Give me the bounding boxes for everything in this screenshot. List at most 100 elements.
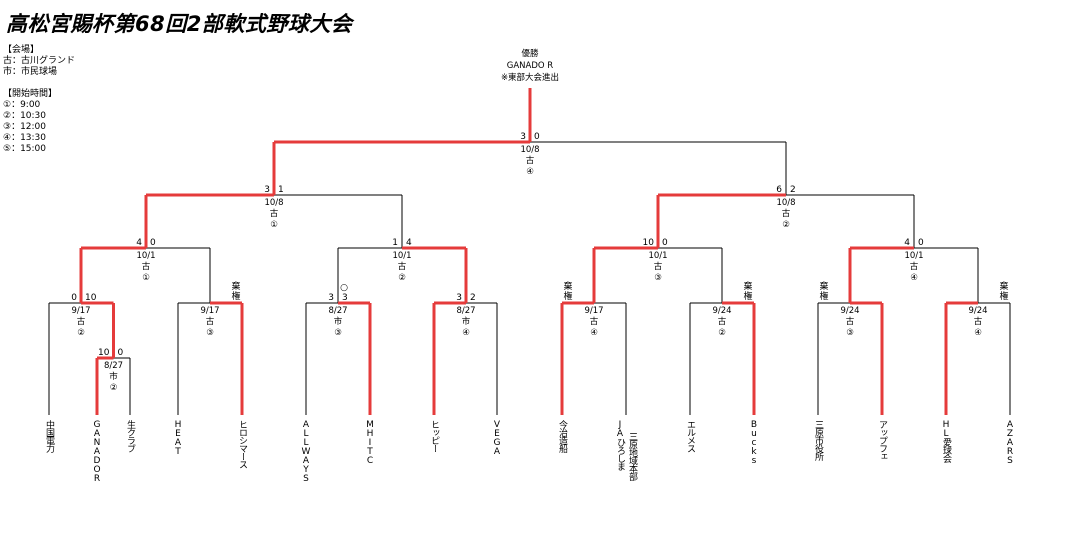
score-right: 0 bbox=[534, 132, 540, 142]
score-right: 権 bbox=[999, 290, 1008, 302]
match-time: ③ bbox=[846, 328, 854, 338]
champion-label: 優勝 bbox=[521, 48, 539, 59]
score-right: 権 bbox=[743, 290, 752, 302]
score-left: 3 bbox=[328, 293, 334, 303]
time-line: ④：13:30 bbox=[3, 133, 47, 143]
match-date: 10/1 bbox=[904, 251, 923, 261]
time-heading: 【開始時間】 bbox=[3, 89, 58, 99]
match-time: ② bbox=[398, 273, 406, 283]
score-right: 0 bbox=[150, 238, 156, 248]
score-right: 0 bbox=[918, 238, 924, 248]
match-time: ① bbox=[142, 273, 150, 283]
score-left: 4 bbox=[904, 238, 910, 248]
team-name: エルメス bbox=[685, 420, 696, 453]
team-name: HL愛球会 bbox=[941, 420, 952, 464]
match-venue: 市 bbox=[109, 371, 118, 382]
match-venue: 古 bbox=[782, 208, 791, 219]
match-date: 10/8 bbox=[776, 198, 795, 208]
score-right: 1 bbox=[278, 185, 284, 195]
time-line: ③：12:00 bbox=[3, 122, 47, 132]
score-left: 3 bbox=[456, 293, 462, 303]
venue-legend: 【会場】 古：古川グランド 市：市民球場 bbox=[3, 45, 75, 78]
score-left: 1 bbox=[392, 238, 398, 248]
match-time: ④ bbox=[526, 167, 534, 177]
venue-line: 市：市民球場 bbox=[3, 67, 58, 77]
bracket-lines-winning bbox=[79, 88, 978, 415]
score-left: 10 bbox=[643, 238, 655, 248]
match-venue: 古 bbox=[270, 208, 279, 219]
match-time: ③ bbox=[654, 273, 662, 283]
match-venue: 市 bbox=[462, 316, 471, 327]
score-left: 10 bbox=[98, 348, 110, 358]
team-name: JAひろしま bbox=[615, 420, 625, 471]
champion-name: GANADO R bbox=[507, 61, 554, 71]
match-time: ③ bbox=[206, 328, 214, 338]
score-right: 棄 bbox=[743, 280, 752, 292]
match-venue: 古 bbox=[206, 316, 215, 327]
team-name: アップフェ bbox=[877, 420, 887, 460]
win-mark: ○ bbox=[340, 283, 348, 293]
team-name: Bucks bbox=[749, 420, 759, 465]
match-date: 9/24 bbox=[840, 306, 859, 316]
score-right: 2 bbox=[470, 293, 476, 303]
match-time: ② bbox=[718, 328, 726, 338]
match-time: ① bbox=[270, 220, 278, 230]
match-time: ② bbox=[110, 383, 118, 393]
score-right: 4 bbox=[406, 238, 412, 248]
time-line: ⑤：15:00 bbox=[3, 144, 47, 154]
team-name: 生クラブ bbox=[125, 419, 136, 453]
match-venue: 古 bbox=[654, 261, 663, 272]
score-left: 0 bbox=[71, 293, 77, 303]
bracket-lines-losing bbox=[48, 141, 1011, 415]
time-line: ②：10:30 bbox=[3, 111, 47, 121]
match-time: ④ bbox=[590, 328, 598, 338]
match-time: ④ bbox=[910, 273, 918, 283]
match-date: 10/8 bbox=[520, 145, 539, 155]
match-venue: 古 bbox=[590, 316, 599, 327]
team-name: HEAT bbox=[173, 420, 183, 456]
match-date: 9/24 bbox=[712, 306, 731, 316]
match-venue: 古 bbox=[142, 261, 151, 272]
match-time: ② bbox=[782, 220, 790, 230]
match-date: 10/1 bbox=[136, 251, 155, 261]
champion-note: ※東部大会進出 bbox=[501, 72, 559, 83]
team-name: VEGA bbox=[492, 420, 502, 456]
time-line: ①：9:00 bbox=[3, 100, 41, 110]
match-time: ④ bbox=[974, 328, 982, 338]
match-time: ② bbox=[77, 328, 85, 338]
match-venue: 古 bbox=[718, 316, 727, 327]
score-left: 棄 bbox=[563, 280, 572, 292]
score-right: 0 bbox=[662, 238, 668, 248]
match-time: ③ bbox=[334, 328, 342, 338]
match-venue: 市 bbox=[334, 316, 343, 327]
team-name: 中国電力 bbox=[44, 419, 55, 454]
start-time-legend: 【開始時間】 ①：9:00 ②：10:30 ③：12:00 ④：13:30 ⑤：… bbox=[3, 89, 57, 155]
score-left: 3 bbox=[520, 132, 526, 142]
match-date: 10/1 bbox=[392, 251, 411, 261]
venue-line: 古：古川グランド bbox=[3, 56, 76, 66]
match-date: 9/17 bbox=[584, 306, 603, 316]
score-right: 10 bbox=[85, 293, 97, 303]
match-venue: 古 bbox=[398, 261, 407, 272]
score-left: 3 bbox=[264, 185, 270, 195]
team-name: AZARS bbox=[1005, 420, 1015, 465]
team-name: ALLWAYS bbox=[301, 420, 311, 483]
match-venue: 古 bbox=[974, 316, 983, 327]
match-venue: 古 bbox=[526, 155, 535, 166]
match-time: ④ bbox=[462, 328, 470, 338]
match-date: 8/27 bbox=[104, 361, 123, 371]
score-left: 棄 bbox=[819, 280, 828, 292]
match-venue: 古 bbox=[910, 261, 919, 272]
team-name: 今治造船 bbox=[557, 419, 568, 454]
page-title: 高松宮賜杯第68回2部軟式野球大会 bbox=[6, 12, 353, 36]
match-date: 9/24 bbox=[968, 306, 987, 316]
score-right: 棄 bbox=[999, 280, 1008, 292]
team-name: ヒロシマース bbox=[237, 420, 247, 469]
match-date: 10/1 bbox=[648, 251, 667, 261]
match-date: 8/27 bbox=[328, 306, 347, 316]
team-name: GANADOR bbox=[92, 420, 102, 483]
score-right: 2 bbox=[790, 185, 796, 195]
match-date: 10/8 bbox=[264, 198, 283, 208]
